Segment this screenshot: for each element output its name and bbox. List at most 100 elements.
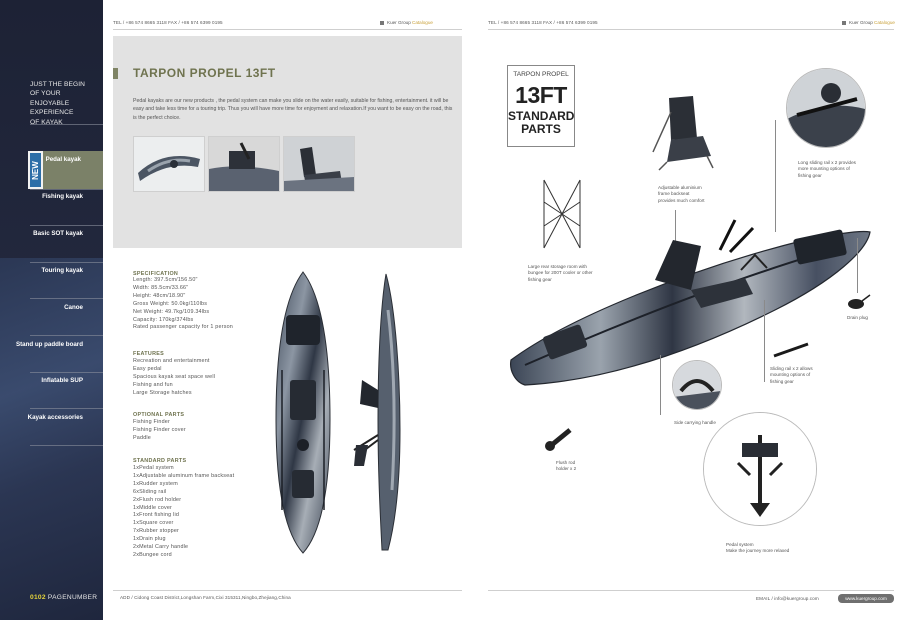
sidebar-item-label: Touring kayak <box>41 267 84 274</box>
spec-line: Rated passenger capacity for 1 person <box>133 324 233 331</box>
optional-part-line: Fishing Finder <box>133 419 170 425</box>
caption-line: fishing gear <box>798 172 822 178</box>
caption-line: holder x 2 <box>556 466 577 472</box>
catalogue-word: Catalogue <box>874 20 895 25</box>
seat-thumbnail-image <box>283 136 355 192</box>
kayak-side-view-image <box>353 273 401 551</box>
short-rail-leader-line <box>764 300 765 382</box>
feature-line: Large Storage hatches <box>133 389 192 396</box>
standard-parts-list: 1xPedal system 1xAdjustable aluminum fra… <box>133 465 234 560</box>
features-list: Recreation and entertainment Easy pedal … <box>133 358 215 398</box>
pedal-system-image <box>704 413 816 525</box>
sidebar-item-label: Canoe <box>64 304 83 311</box>
header-rule <box>113 29 462 30</box>
sidebar-tagline: JUST THE BEGIN OF YOUR ENJOYABLE EXPERIE… <box>30 80 100 127</box>
sidebar-item-label: Inflatable SUP <box>41 377 83 384</box>
footer-website-badge[interactable]: www.kuergroup.com <box>838 594 894 603</box>
caption-line: Long sliding rail x 2 provides <box>798 160 856 165</box>
standard-part-line: 1xPedal system <box>133 465 174 471</box>
spec-line: Capacity: 170kg/374lbs <box>133 316 194 323</box>
sidebar-item-fishing-kayak[interactable]: Fishing kayak <box>0 193 103 205</box>
standard-part-line: 1xFront fishing lid <box>133 512 180 519</box>
header-rule <box>488 29 894 30</box>
sidebar-item-stand-up-paddle-board[interactable]: Stand up paddle board <box>0 341 103 353</box>
sidebar-item-kayak-accessories[interactable]: Kayak accessories <box>0 414 103 426</box>
nav-divider <box>30 189 103 190</box>
right-header-contact: TEL / +86 574 8665 3118 FAX / +86 574 63… <box>488 20 598 25</box>
features-heading: FEATURES <box>133 351 165 357</box>
sidebar-item-canoe[interactable]: Canoe <box>0 304 103 316</box>
sidebar-item-label: Basic SOT kayak <box>33 230 83 237</box>
adjustable-seat-image <box>652 96 714 171</box>
standard-part-line: 1xRudder system <box>133 480 178 487</box>
catalogue-brand: Kuer Group <box>387 20 411 25</box>
sidebar-item-touring-kayak[interactable]: Touring kayak <box>0 267 103 279</box>
handle-caption: Side carrying handle <box>674 420 716 425</box>
spec-line: Length: 397.5cm/156.50" <box>133 277 198 283</box>
rod-holder-caption: Flush rod holder x 2 <box>556 460 576 473</box>
sidebar-item-pedal-kayak[interactable]: Pedal kayak <box>0 156 103 168</box>
short-rail-caption: Sliding rail x 2 allows mounting options… <box>770 366 813 385</box>
seat-closeup-thumb <box>284 137 354 191</box>
footer-rule <box>113 590 462 591</box>
optional-part-line: Fishing Finder cover <box>133 426 186 433</box>
nav-divider <box>30 408 103 409</box>
page-number-label: PAGENUMBER <box>47 594 98 601</box>
seat-leader-line <box>675 210 676 260</box>
kayak-thumbnail-image <box>133 136 205 192</box>
spec-line: Gross Weight: 50.0kg/110lbs <box>133 300 208 307</box>
kayak-3d-main-image <box>510 219 871 386</box>
feature-line: Spacious kayak seat space well <box>133 373 216 380</box>
page-number-prefix: 0102 <box>30 594 46 601</box>
catalogue-brand: Kuer Group <box>849 20 873 25</box>
optional-parts-list: Fishing Finder Fishing Finder cover Padd… <box>133 419 186 443</box>
nav-divider <box>30 225 103 226</box>
caption-line: bungee for 200T cooler or other <box>528 270 593 276</box>
spec-list: Length: 397.5cm/156.50" Width: 85.5cm/33… <box>133 277 233 332</box>
standard-part-line: 1xSquare cover <box>133 520 174 527</box>
carry-handle-image <box>673 361 721 409</box>
spec-line: Height: 48cm/18.90" <box>133 292 186 299</box>
standard-part-line: 2xMetal Carry handle <box>133 544 189 551</box>
standard-parts-heading: STANDARD PARTS <box>133 458 187 464</box>
tagline-line: OF YOUR ENJOYABLE <box>30 90 70 107</box>
footer-email: EMAIL / info@kuergroup.com <box>756 596 819 601</box>
standard-part-line: 2xFlush rod holder <box>133 496 182 503</box>
handle-leader-line <box>660 355 661 415</box>
kayak-top-view-image <box>275 271 331 554</box>
nav-divider <box>30 262 103 263</box>
nav-divider <box>30 372 103 373</box>
tagline-line: EXPERIENCE <box>30 109 74 117</box>
caption-line: Adjustable aluminium <box>658 185 702 190</box>
nav-divider <box>30 445 103 446</box>
spec-heading: SPECIFICATION <box>133 271 179 277</box>
caption-line: Flush rod <box>556 460 576 465</box>
right-catalogue-label: Kuer Group Catalogue <box>842 20 895 25</box>
caption-line: more mounting options of <box>798 166 850 172</box>
sidebar-item-basic-sot-kayak[interactable]: Basic SOT kayak <box>0 230 103 242</box>
caption-line: mounting options of <box>770 372 811 378</box>
sidebar-item-inflatable-sup[interactable]: Inflatable SUP <box>0 377 103 389</box>
standard-part-line: 2xBungee cord <box>133 551 172 558</box>
seat-caption: Adjustable aluminium frame backseat prov… <box>658 185 704 204</box>
badge-caption-line: STANDARD <box>508 109 575 123</box>
badge-caption-line: PARTS <box>521 122 561 136</box>
sidebar-item-label: Fishing kayak <box>42 193 83 200</box>
side-carrying-handle-closeup <box>672 360 722 410</box>
standard-part-line: 7xRubber stopper <box>133 528 180 535</box>
footer-rule <box>488 590 894 591</box>
long-sliding-rail-closeup <box>786 68 866 148</box>
pedal-system-closeup <box>703 412 817 526</box>
feature-line: Recreation and entertainment <box>133 358 210 364</box>
drain-leader-line <box>857 238 858 293</box>
footer-address: ADD / Cidong Coast District,Longshan Far… <box>120 595 291 600</box>
sidebar-item-label: Kayak accessories <box>27 414 83 421</box>
pedal-closeup-thumb <box>209 137 279 191</box>
standard-part-line: 6xSliding rail <box>133 488 167 495</box>
rail-leader-line <box>775 120 776 232</box>
standard-part-line: 1xMiddle cover <box>133 504 173 511</box>
storage-caption: Large rear storage room with bungee for … <box>528 264 593 283</box>
sidebar-item-label: Pedal kayak <box>45 156 81 163</box>
